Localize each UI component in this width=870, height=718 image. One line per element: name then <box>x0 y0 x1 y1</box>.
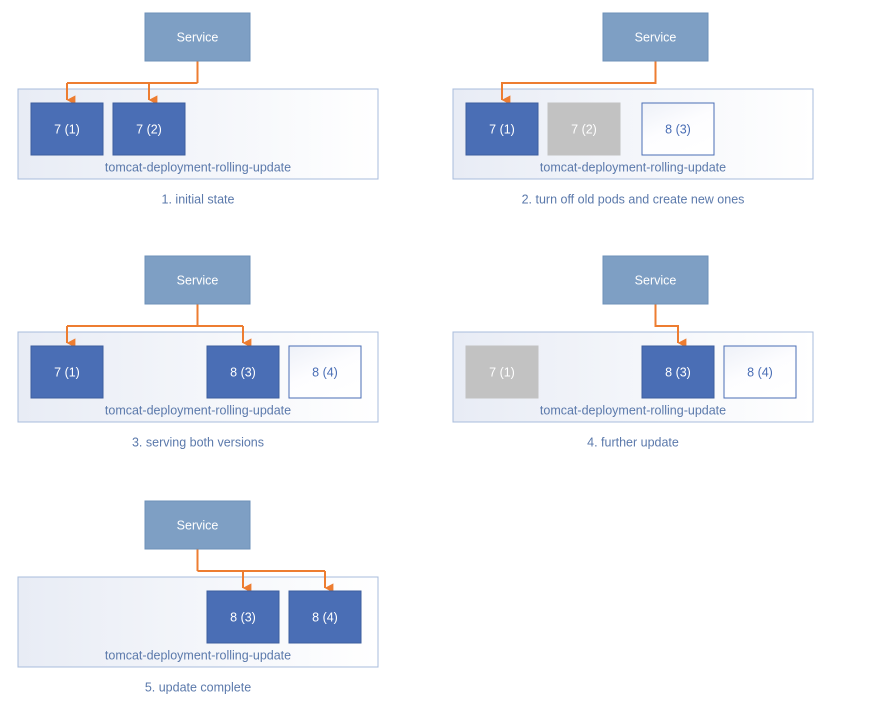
pod-label: 7 (1) <box>489 365 515 379</box>
panel-2-canvas: 7 (1) 7 (2) 8 (3) tomcat-deployment-rolling… <box>452 12 814 206</box>
service-to-pod-connectors <box>196 549 334 593</box>
panel-2: 7 (1) 7 (2) 8 (3) tomcat-deployment-rolling… <box>435 0 870 230</box>
panel-5-canvas: 8 (3) 8 (4) tomcat-deployment-rolling-upda… <box>17 500 379 694</box>
panel-4-canvas: 7 (1) 8 (3) 8 (4) tomcat-deployment-rolling… <box>452 255 814 449</box>
pod-label: 8 (4) <box>312 365 338 379</box>
service-box[interactable]: Service <box>144 12 251 62</box>
pod-label: 8 (3) <box>230 610 256 624</box>
deployment-name-label: tomcat-deployment-rolling-update <box>105 403 291 417</box>
service-label: Service <box>635 273 677 287</box>
service-label: Service <box>635 30 677 44</box>
pod-label: 8 (3) <box>230 365 256 379</box>
pod-label: 8 (3) <box>665 365 691 379</box>
panel-caption: 3. serving both versions <box>132 435 264 449</box>
pod-active[interactable]: 7 (1) <box>30 345 104 399</box>
pod-terminating[interactable]: 7 (2) <box>547 102 621 156</box>
pod-active[interactable]: 8 (3) <box>206 345 280 399</box>
deployment-name-label: tomcat-deployment-rolling-update <box>540 160 726 174</box>
panel-3-canvas: 7 (1) 8 (3) 8 (4) tomcat-deployment-rolling… <box>17 255 379 449</box>
panel-caption: 4. further update <box>587 435 679 449</box>
service-box[interactable]: Service <box>144 255 251 305</box>
service-label: Service <box>177 30 219 44</box>
pod-pending[interactable]: 8 (3) <box>641 102 715 156</box>
pod-pending[interactable]: 8 (4) <box>723 345 797 399</box>
pod-label: 8 (3) <box>665 122 691 136</box>
panel-caption: 2. turn off old pods and create new ones <box>522 192 745 206</box>
panel-3: 7 (1) 8 (3) 8 (4) tomcat-deployment-rolling… <box>0 243 435 473</box>
pod-pending[interactable]: 8 (4) <box>288 345 362 399</box>
service-to-pod-connectors <box>654 304 687 348</box>
pod-label: 8 (4) <box>747 365 773 379</box>
panel-1: 7 (1) 7 (2) tomcat-deployment-rolling-upda… <box>0 0 435 230</box>
pod-label: 7 (2) <box>136 122 162 136</box>
pod-active[interactable]: 8 (4) <box>288 590 362 644</box>
deployment-name-label: tomcat-deployment-rolling-update <box>105 648 291 662</box>
pod-terminating[interactable]: 7 (1) <box>465 345 539 399</box>
panel-caption: 5. update complete <box>145 680 251 694</box>
pod-label: 7 (2) <box>571 122 597 136</box>
pod-active[interactable]: 7 (1) <box>30 102 104 156</box>
service-to-pod-connectors <box>66 304 252 348</box>
panel-caption: 1. initial state <box>162 192 235 206</box>
service-label: Service <box>177 518 219 532</box>
panel-5: 8 (3) 8 (4) tomcat-deployment-rolling-upda… <box>0 488 435 718</box>
pod-label: 7 (1) <box>54 365 80 379</box>
service-box[interactable]: Service <box>602 12 709 62</box>
service-box[interactable]: Service <box>602 255 709 305</box>
pod-active[interactable]: 8 (3) <box>206 590 280 644</box>
pod-label: 7 (1) <box>489 122 515 136</box>
deployment-name-label: tomcat-deployment-rolling-update <box>105 160 291 174</box>
panel-1-canvas: 7 (1) 7 (2) tomcat-deployment-rolling-upda… <box>17 12 379 206</box>
pod-active[interactable]: 7 (1) <box>465 102 539 156</box>
pod-active[interactable]: 8 (3) <box>641 345 715 399</box>
service-box[interactable]: Service <box>144 500 251 550</box>
pod-label: 7 (1) <box>54 122 80 136</box>
panel-4: 7 (1) 8 (3) 8 (4) tomcat-deployment-rolling… <box>435 243 870 473</box>
service-to-pod-connectors <box>501 61 657 105</box>
service-to-pod-connectors <box>66 61 199 105</box>
deployment-name-label: tomcat-deployment-rolling-update <box>540 403 726 417</box>
service-label: Service <box>177 273 219 287</box>
pod-label: 8 (4) <box>312 610 338 624</box>
pod-active[interactable]: 7 (2) <box>112 102 186 156</box>
